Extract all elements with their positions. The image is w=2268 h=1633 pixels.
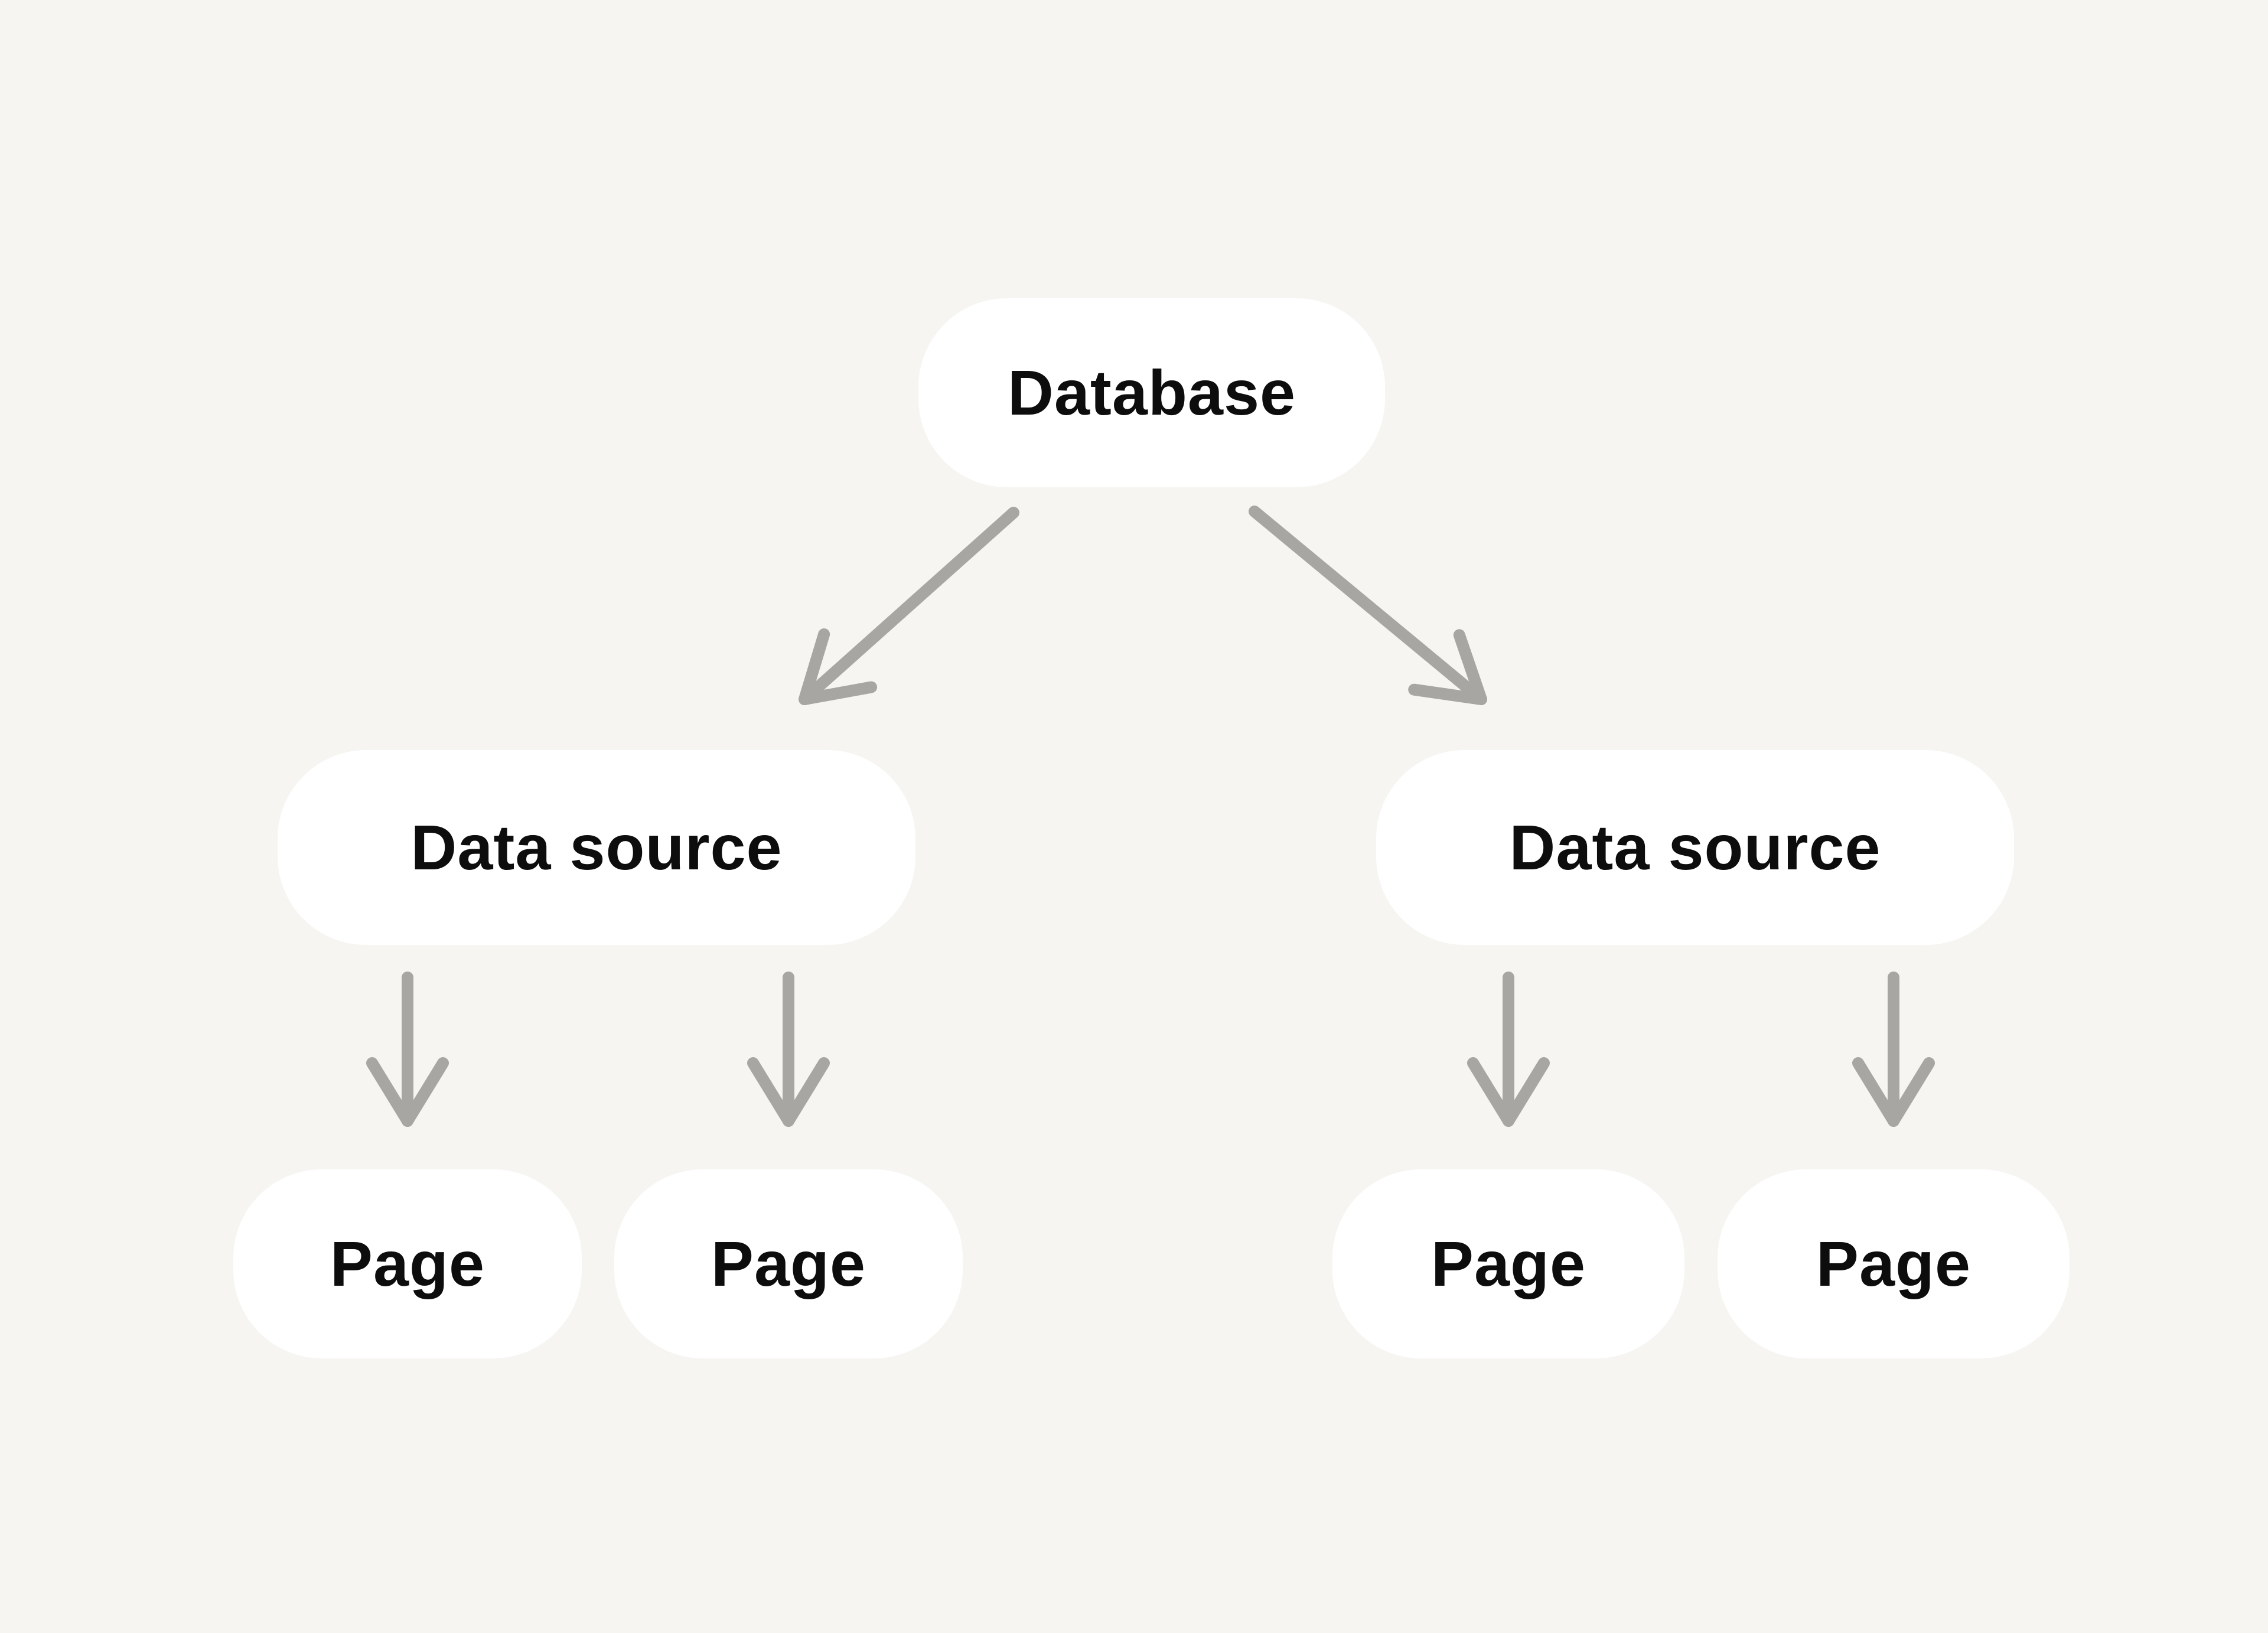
node-data-source-left: Data source <box>278 750 915 945</box>
node-page-4: Page <box>1718 1169 2070 1358</box>
node-database-label: Database <box>1007 357 1296 428</box>
node-page-3: Page <box>1332 1169 1684 1358</box>
node-data-source-left-label: Data source <box>410 811 783 883</box>
node-page-1-label: Page <box>330 1228 485 1299</box>
node-page-4-label: Page <box>1816 1228 1972 1299</box>
node-page-1: Page <box>233 1169 582 1358</box>
arrow-database-to-datasource-right <box>1249 506 1487 705</box>
arrow-database-to-datasource-left <box>799 507 1019 705</box>
node-page-2: Page <box>614 1169 963 1358</box>
node-data-source-right-label: Data source <box>1509 811 1881 883</box>
node-page-3-label: Page <box>1430 1228 1586 1299</box>
node-data-source-right: Data source <box>1376 750 2014 945</box>
node-database: Database <box>918 298 1385 487</box>
node-page-2-label: Page <box>711 1228 866 1299</box>
